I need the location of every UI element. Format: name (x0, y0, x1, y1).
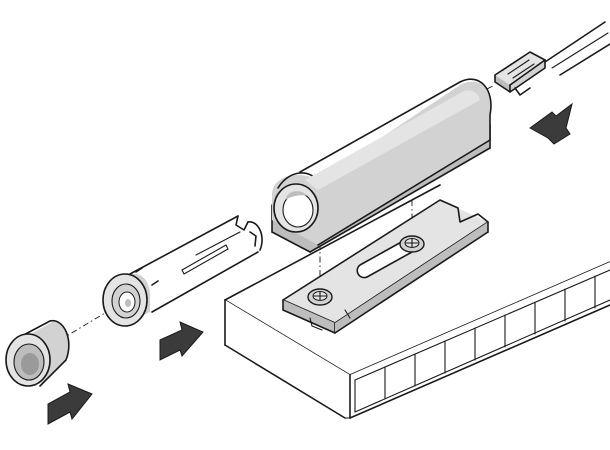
mounting-plate (282, 199, 489, 334)
arrow-cylinder-insert (159, 321, 204, 361)
arrow-cap-insert (47, 383, 93, 425)
screw-icon (307, 288, 333, 306)
push-latch-cylinder (102, 214, 264, 327)
end-cap (5, 320, 70, 387)
cover-housing (271, 78, 492, 253)
arrow-connector-insert (529, 102, 573, 145)
screw-icon (399, 235, 425, 253)
cable-connector (494, 21, 610, 96)
panel-cells (384, 275, 596, 400)
